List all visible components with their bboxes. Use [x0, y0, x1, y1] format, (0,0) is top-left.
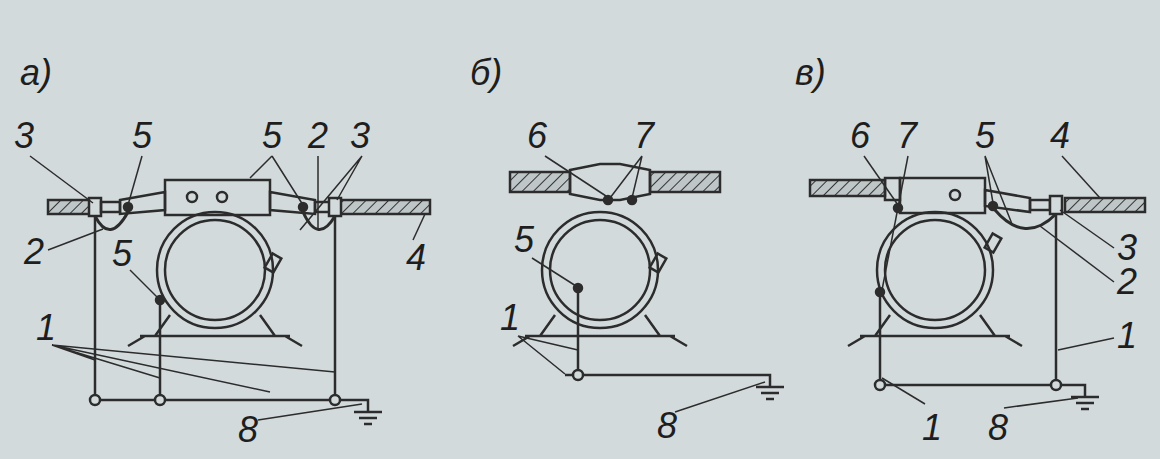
callout-number: 2 [1117, 264, 1137, 300]
callout-number: 2 [308, 118, 328, 154]
callout-number: б) [470, 55, 502, 91]
callout-number: 4 [406, 240, 426, 276]
callout-number: 1 [1117, 318, 1137, 354]
callout-number: 2 [24, 234, 44, 270]
callout-number: 5 [975, 118, 995, 154]
callout-number: 5 [514, 222, 534, 258]
callout-number: 3 [1117, 230, 1137, 266]
callout-number: 4 [1050, 118, 1070, 154]
callout-number: 3 [14, 118, 34, 154]
callout-number: 8 [988, 410, 1008, 446]
callout-number: а) [20, 55, 52, 91]
callout-number: 6 [850, 118, 870, 154]
callout-number: 7 [897, 118, 917, 154]
callout-number: 1 [500, 300, 520, 336]
callout-number: 7 [634, 118, 654, 154]
callout-number: 5 [262, 118, 282, 154]
callout-number: 1 [36, 310, 56, 346]
callout-number: 5 [112, 236, 132, 272]
callout-number: 3 [350, 118, 370, 154]
callout-number: 8 [238, 412, 258, 448]
callout-number: 6 [527, 118, 547, 154]
callout-number: в) [795, 55, 826, 91]
callout-number: 8 [657, 408, 677, 444]
callout-number: 1 [922, 410, 942, 446]
callout-number: 5 [132, 118, 152, 154]
